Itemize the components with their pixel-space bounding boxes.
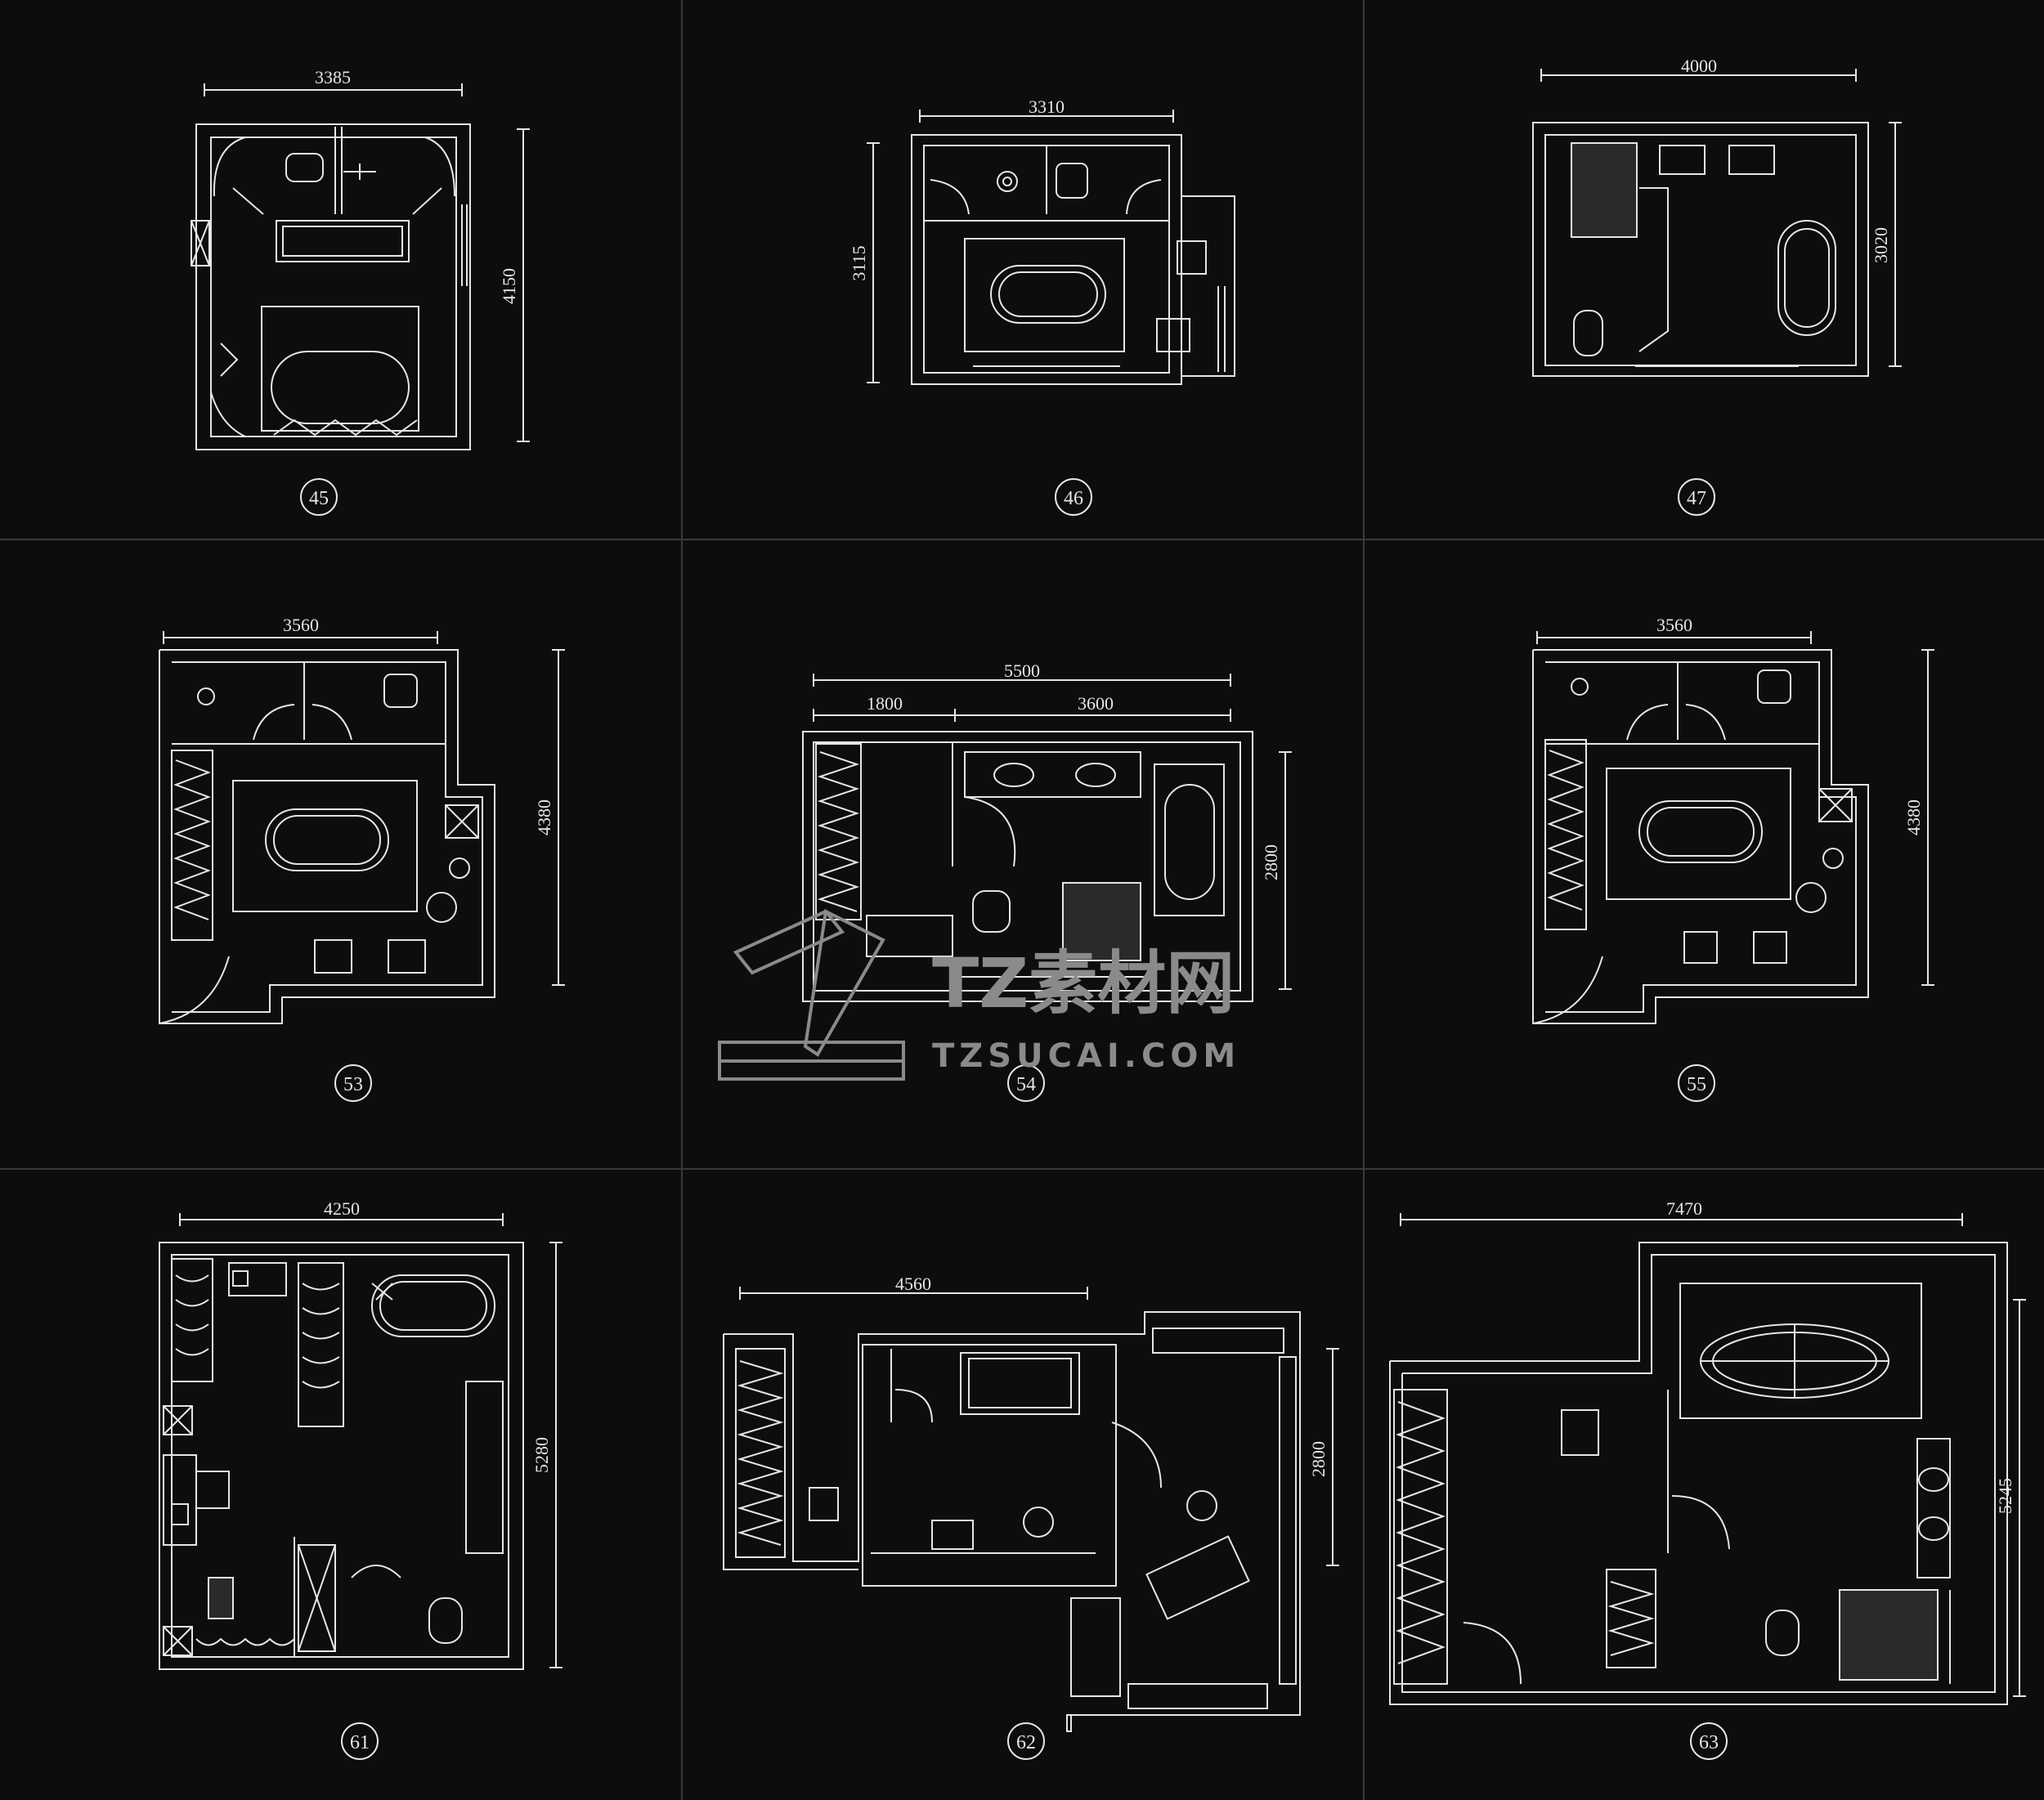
watermark-site: TZSUCAI.COM <box>932 1037 1240 1075</box>
plan-53-label-circle <box>334 1064 372 1102</box>
plan-45-label: 45 <box>309 488 329 509</box>
plan-45-height-dim: 4150 <box>499 268 519 304</box>
plan-55-label-circle <box>1678 1064 1715 1102</box>
plan-45-label-circle <box>300 478 338 516</box>
plan-53: 3560 4380 <box>159 615 565 1024</box>
plan-53-label: 53 <box>343 1074 363 1095</box>
plan-47-width-dim: 4000 <box>1681 56 1717 76</box>
plan-47-label: 47 <box>1687 488 1706 509</box>
plan-55-width-dim: 3560 <box>1656 615 1692 635</box>
plan-63: 7470 5245 <box>1389 1198 2026 1705</box>
plan-45: 3385 4150 <box>191 67 530 450</box>
plan-62-height-dim: 2800 <box>1308 1441 1329 1477</box>
plan-54-width-dim-left: 1800 <box>867 693 903 714</box>
plan-53-width-dim: 3560 <box>283 615 319 635</box>
plan-46-width-dim: 3310 <box>1029 96 1065 117</box>
plan-62-label: 62 <box>1016 1732 1036 1753</box>
plan-62-width-dim: 4560 <box>895 1274 931 1294</box>
watermark-logo <box>718 908 905 1081</box>
plan-47-label-circle <box>1678 478 1715 516</box>
plan-63-label-circle <box>1690 1722 1728 1760</box>
watermark: TZ素材网 TZSUCAI.COM <box>718 908 1240 1081</box>
plan-61-label-circle <box>341 1722 379 1760</box>
plan-61-width-dim: 4250 <box>324 1198 360 1219</box>
plan-53-height-dim: 4380 <box>534 799 554 835</box>
plan-55-label: 55 <box>1687 1074 1706 1095</box>
plan-62-label-circle <box>1007 1722 1045 1760</box>
plan-61-label: 61 <box>350 1732 370 1753</box>
plan-46: 3310 3115 <box>849 96 1235 385</box>
plan-61: 4250 5280 <box>159 1198 563 1670</box>
plan-47-height-dim: 3020 <box>1871 227 1891 263</box>
plan-54-width-dim-right: 3600 <box>1078 693 1114 714</box>
plan-55-height-dim: 4380 <box>1903 799 1924 835</box>
plan-45-width-dim: 3385 <box>315 67 351 87</box>
plan-46-label: 46 <box>1064 488 1083 509</box>
plan-63-width-dim: 7470 <box>1666 1198 1702 1219</box>
plan-61-height-dim: 5280 <box>531 1437 552 1473</box>
plan-54-width-dim: 5500 <box>1004 660 1040 681</box>
plan-46-label-circle <box>1055 478 1092 516</box>
plan-54: 5500 1800 3600 2800 <box>802 660 1292 1002</box>
plan-47: 4000 3020 <box>1532 56 1902 377</box>
plan-54-label: 54 <box>1016 1074 1036 1095</box>
plan-62: 4560 2800 <box>723 1274 1339 1732</box>
plan-63-label: 63 <box>1699 1732 1719 1753</box>
watermark-brand: TZ素材网 <box>932 943 1235 1023</box>
plan-63-height-dim: 5245 <box>1995 1478 2015 1514</box>
plan-54-label-circle <box>1007 1064 1045 1102</box>
plan-55: 3560 4380 <box>1532 615 1934 1024</box>
plan-46-height-dim: 3115 <box>849 245 869 280</box>
plan-54-height-dim: 2800 <box>1261 844 1281 880</box>
